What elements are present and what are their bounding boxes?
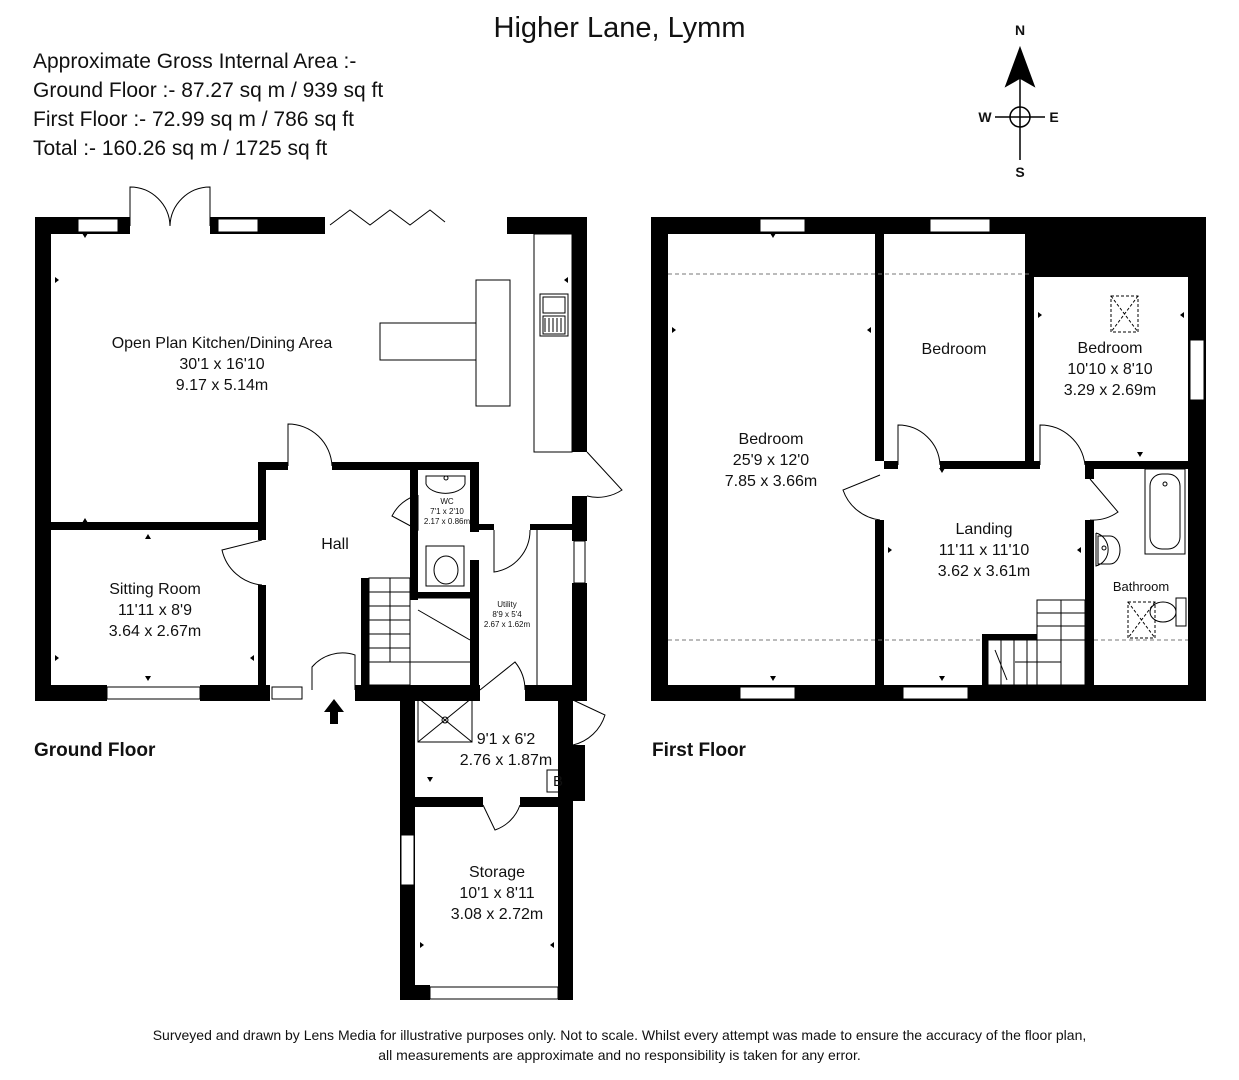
first-dimension-ticks — [672, 233, 1184, 681]
room-bedroom-2-name: Bedroom — [921, 341, 987, 358]
disclaimer-line-2: all measurements are approximate and no … — [378, 1047, 861, 1063]
room-bedroom-1-name: Bedroom — [738, 431, 804, 448]
room-kitchen: Open Plan Kitchen/Dining Area 30'1 x 16'… — [112, 333, 333, 396]
ground-floor-windows — [77, 218, 586, 1000]
room-landing-name: Landing — [955, 521, 1013, 538]
first-floor-windows — [739, 218, 1205, 700]
room-kitchen-metric: 9.17 x 5.14m — [175, 377, 269, 394]
room-hall: Hall — [321, 534, 349, 555]
compass-south: S — [1015, 164, 1025, 180]
room-landing-imperial: 11'11 x 11'10 — [938, 542, 1030, 559]
room-storage-imperial: 10'1 x 8'11 — [459, 885, 535, 902]
disclaimer-line-1: Surveyed and drawn by Lens Media for ill… — [152, 1027, 1087, 1043]
room-storage-name: Storage — [468, 864, 526, 881]
ground-floor-stairs — [368, 577, 471, 686]
room-bedroom-3-imperial: 10'10 x 8'10 — [1067, 361, 1153, 378]
room-bedroom-3-metric: 3.29 x 2.69m — [1063, 382, 1157, 399]
compass-rose — [995, 45, 1045, 160]
room-hall-name: Hall — [321, 536, 349, 553]
ground-floor-doors — [129, 186, 623, 831]
kitchen-fittings — [379, 233, 573, 685]
room-landing: Landing 11'11 x 11'10 3.62 x 3.61m — [938, 519, 1031, 582]
room-kitchen-name: Open Plan Kitchen/Dining Area — [111, 335, 333, 352]
room-wc: WC 7'1 x 2'10 2.17 x 0.86m — [424, 497, 470, 527]
wc-fittings — [425, 475, 466, 587]
boiler-label: B — [552, 773, 564, 790]
room-utility-name: Utility — [497, 600, 517, 609]
room-storage-metric: 3.08 x 2.72m — [450, 906, 544, 923]
compass-north: N — [1014, 22, 1026, 38]
ground-dimension-ticks — [55, 233, 568, 948]
compass-east: E — [1049, 109, 1059, 125]
room-wc-name: WC — [440, 497, 454, 506]
room-bedroom-3-name: Bedroom — [1077, 340, 1143, 357]
first-floor-stairs — [987, 599, 1086, 686]
room-bedroom-2: Bedroom — [922, 339, 987, 360]
first-floor-label: First Floor — [652, 740, 746, 761]
shower-fittings — [417, 697, 568, 793]
entrance-arrow — [324, 699, 344, 724]
disclaimer: Surveyed and drawn by Lens Media for ill… — [0, 1025, 1239, 1065]
ground-floor-label: Ground Floor — [34, 740, 156, 761]
area-heading: Approximate Gross Internal Area :- — [33, 50, 357, 73]
page-title: Higher Lane, Lymm — [493, 12, 746, 44]
room-bathroom-name: Bathroom — [1112, 579, 1170, 594]
room-shower-imperial: 9'1 x 6'2 — [476, 731, 536, 748]
room-kitchen-imperial: 30'1 x 16'10 — [179, 356, 265, 373]
room-shower: 9'1 x 6'2 2.76 x 1.87m — [460, 729, 553, 771]
room-bathroom: Bathroom — [1113, 576, 1169, 597]
room-sitting: Sitting Room 11'11 x 8'9 3.64 x 2.67m — [109, 579, 202, 642]
room-sitting-imperial: 11'11 x 8'9 — [117, 602, 192, 619]
room-bedroom-1: Bedroom 25'9 x 12'0 7.85 x 3.66m — [725, 429, 818, 492]
room-sitting-name: Sitting Room — [109, 581, 201, 598]
room-utility-metric: 2.67 x 1.62m — [483, 620, 531, 629]
room-sitting-metric: 3.64 x 2.67m — [108, 623, 202, 640]
room-utility-imperial: 8'9 x 5'4 — [492, 610, 522, 619]
first-floor-doors — [842, 424, 1119, 521]
room-landing-metric: 3.62 x 3.61m — [937, 563, 1031, 580]
room-wc-imperial: 7'1 x 2'10 — [430, 507, 464, 516]
room-utility: Utility 8'9 x 5'4 2.67 x 1.62m — [484, 600, 530, 630]
room-shower-metric: 2.76 x 1.87m — [459, 752, 553, 769]
eaves-lines — [668, 273, 1188, 641]
room-bedroom-3: Bedroom 10'10 x 8'10 3.29 x 2.69m — [1064, 338, 1157, 401]
room-bedroom-1-metric: 7.85 x 3.66m — [724, 473, 818, 490]
room-wc-metric: 2.17 x 0.86m — [423, 517, 471, 526]
compass-west: W — [978, 109, 992, 125]
room-storage: Storage 10'1 x 8'11 3.08 x 2.72m — [451, 862, 544, 925]
bathroom-fittings — [1095, 468, 1187, 627]
area-first-floor: First Floor :- 72.99 sq m / 786 sq ft — [33, 108, 354, 131]
ground-floor-walls — [35, 217, 587, 1000]
area-total: Total :- 160.26 sq m / 1725 sq ft — [33, 137, 328, 160]
room-bedroom-1-imperial: 25'9 x 12'0 — [732, 452, 810, 469]
skylights — [1110, 295, 1156, 639]
area-ground-floor: Ground Floor :- 87.27 sq m / 939 sq ft — [33, 79, 384, 102]
